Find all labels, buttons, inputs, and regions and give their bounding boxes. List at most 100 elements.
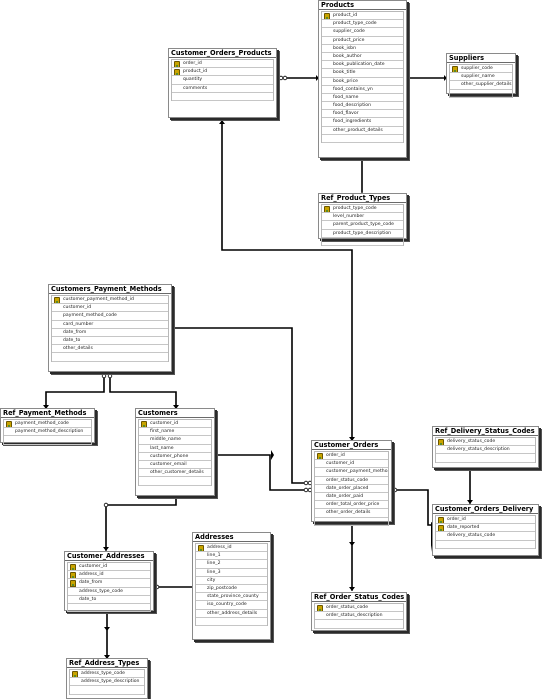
column-row[interactable]: middle_name [139, 436, 211, 445]
column-row[interactable]: comments [172, 85, 273, 93]
column-row[interactable]: city [196, 577, 267, 585]
empty-row[interactable] [68, 604, 150, 613]
empty-row[interactable] [315, 518, 388, 526]
column-row[interactable]: other_product_details [322, 127, 403, 135]
column-row[interactable]: book_title [322, 69, 403, 78]
column-row[interactable]: state_province_county [196, 593, 267, 602]
column-row[interactable]: card_number [52, 321, 168, 329]
column-row[interactable]: supplier_code [450, 65, 512, 74]
column-row[interactable]: date_order_placed [315, 485, 388, 493]
column-row[interactable]: product_id [322, 12, 403, 21]
column-row[interactable]: product_id [172, 68, 273, 77]
column-row[interactable]: line_1 [196, 552, 267, 561]
column-row[interactable]: quantity [172, 76, 273, 85]
column-row[interactable]: address_type_code [68, 588, 150, 596]
column-row[interactable]: last_name [139, 445, 211, 453]
column-row[interactable]: customer_payment_metho... [315, 468, 388, 477]
column-row[interactable]: date_to [52, 337, 168, 346]
column-row[interactable]: book_publication_date [322, 61, 403, 70]
column-row[interactable]: customer_id [52, 304, 168, 313]
empty-row[interactable] [450, 90, 512, 98]
column-row[interactable]: order_id [436, 516, 535, 525]
column-row[interactable]: other_order_details [315, 509, 388, 518]
column-row[interactable]: product_type_code [322, 20, 403, 29]
empty-row[interactable] [315, 620, 403, 629]
column-row[interactable]: delivery_status_code [436, 438, 535, 447]
column-row[interactable]: line_2 [196, 560, 267, 569]
empty-row[interactable] [196, 618, 267, 626]
column-row[interactable]: address_type_code [70, 670, 144, 679]
column-row[interactable]: food_contains_yn [322, 86, 403, 94]
column-row[interactable]: level_number [322, 213, 403, 222]
column-row[interactable]: order_status_description [315, 612, 403, 621]
column-row[interactable]: book_author [322, 53, 403, 62]
column-row[interactable]: payment_method_code [52, 312, 168, 321]
empty-row[interactable] [322, 135, 403, 143]
column-row[interactable]: other_details [52, 345, 168, 354]
column-row[interactable]: parent_product_type_code [322, 221, 403, 230]
column-row[interactable]: address_id [196, 544, 267, 553]
empty-row[interactable] [70, 686, 144, 695]
column-row[interactable]: food_ingredients [322, 118, 403, 127]
empty-row[interactable] [52, 353, 168, 362]
column-row[interactable]: order_status_code [315, 477, 388, 485]
column-row[interactable]: customer_id [68, 563, 150, 572]
column-row[interactable]: order_id [172, 60, 273, 69]
column-row[interactable]: order_total_order_price [315, 501, 388, 510]
column-row[interactable]: order_id [315, 452, 388, 461]
column-row[interactable]: product_type_description [322, 230, 403, 238]
column-row[interactable]: line_3 [196, 569, 267, 577]
column-row[interactable]: book_isbn [322, 45, 403, 53]
column-row[interactable]: product_price [322, 37, 403, 45]
empty-row[interactable] [322, 238, 403, 246]
column-row[interactable]: delivery_status_code [436, 532, 535, 541]
column-row[interactable]: date_from [52, 329, 168, 337]
column-row[interactable]: customer_id [139, 420, 211, 429]
column-row[interactable]: zip_postcode [196, 585, 267, 594]
column-row[interactable]: address_type_description [70, 678, 144, 687]
empty-row[interactable] [172, 93, 273, 101]
column-row[interactable]: other_supplier_details [450, 81, 512, 90]
column-row[interactable]: order_status_code [315, 604, 403, 613]
column-row[interactable]: date_reported [436, 524, 535, 533]
column-row[interactable]: customer_email [139, 461, 211, 470]
column-row[interactable]: payment_method_description [4, 428, 91, 437]
column-row[interactable]: other_address_details [196, 610, 267, 618]
column-row[interactable]: other_customer_details [139, 469, 211, 478]
column-row[interactable]: supplier_name [450, 73, 512, 82]
empty-row[interactable] [436, 454, 535, 463]
column-row[interactable]: date_order_paid [315, 493, 388, 502]
column-row[interactable]: delivery_status_description [436, 446, 535, 455]
column-row[interactable]: food_description [322, 102, 403, 111]
column-row[interactable]: customer_phone [139, 453, 211, 461]
column-row[interactable]: customer_id [315, 460, 388, 469]
column-row[interactable]: food_flavor [322, 110, 403, 119]
column-row[interactable]: supplier_code [322, 28, 403, 37]
column-row[interactable]: payment_method_code [4, 420, 91, 429]
empty-row[interactable] [436, 541, 535, 549]
column-row[interactable]: date_from [68, 579, 150, 588]
empty-row[interactable] [139, 477, 211, 486]
column-row[interactable]: date_to [68, 596, 150, 604]
empty-row[interactable] [4, 436, 91, 445]
column-row[interactable]: first_name [139, 428, 211, 437]
column-row[interactable]: book_price [322, 78, 403, 86]
column-row[interactable]: iso_country_code [196, 601, 267, 610]
column-row[interactable]: customer_payment_method_id [52, 296, 168, 305]
column-row[interactable]: food_name [322, 94, 403, 103]
column-row[interactable]: product_type_code [322, 205, 403, 214]
